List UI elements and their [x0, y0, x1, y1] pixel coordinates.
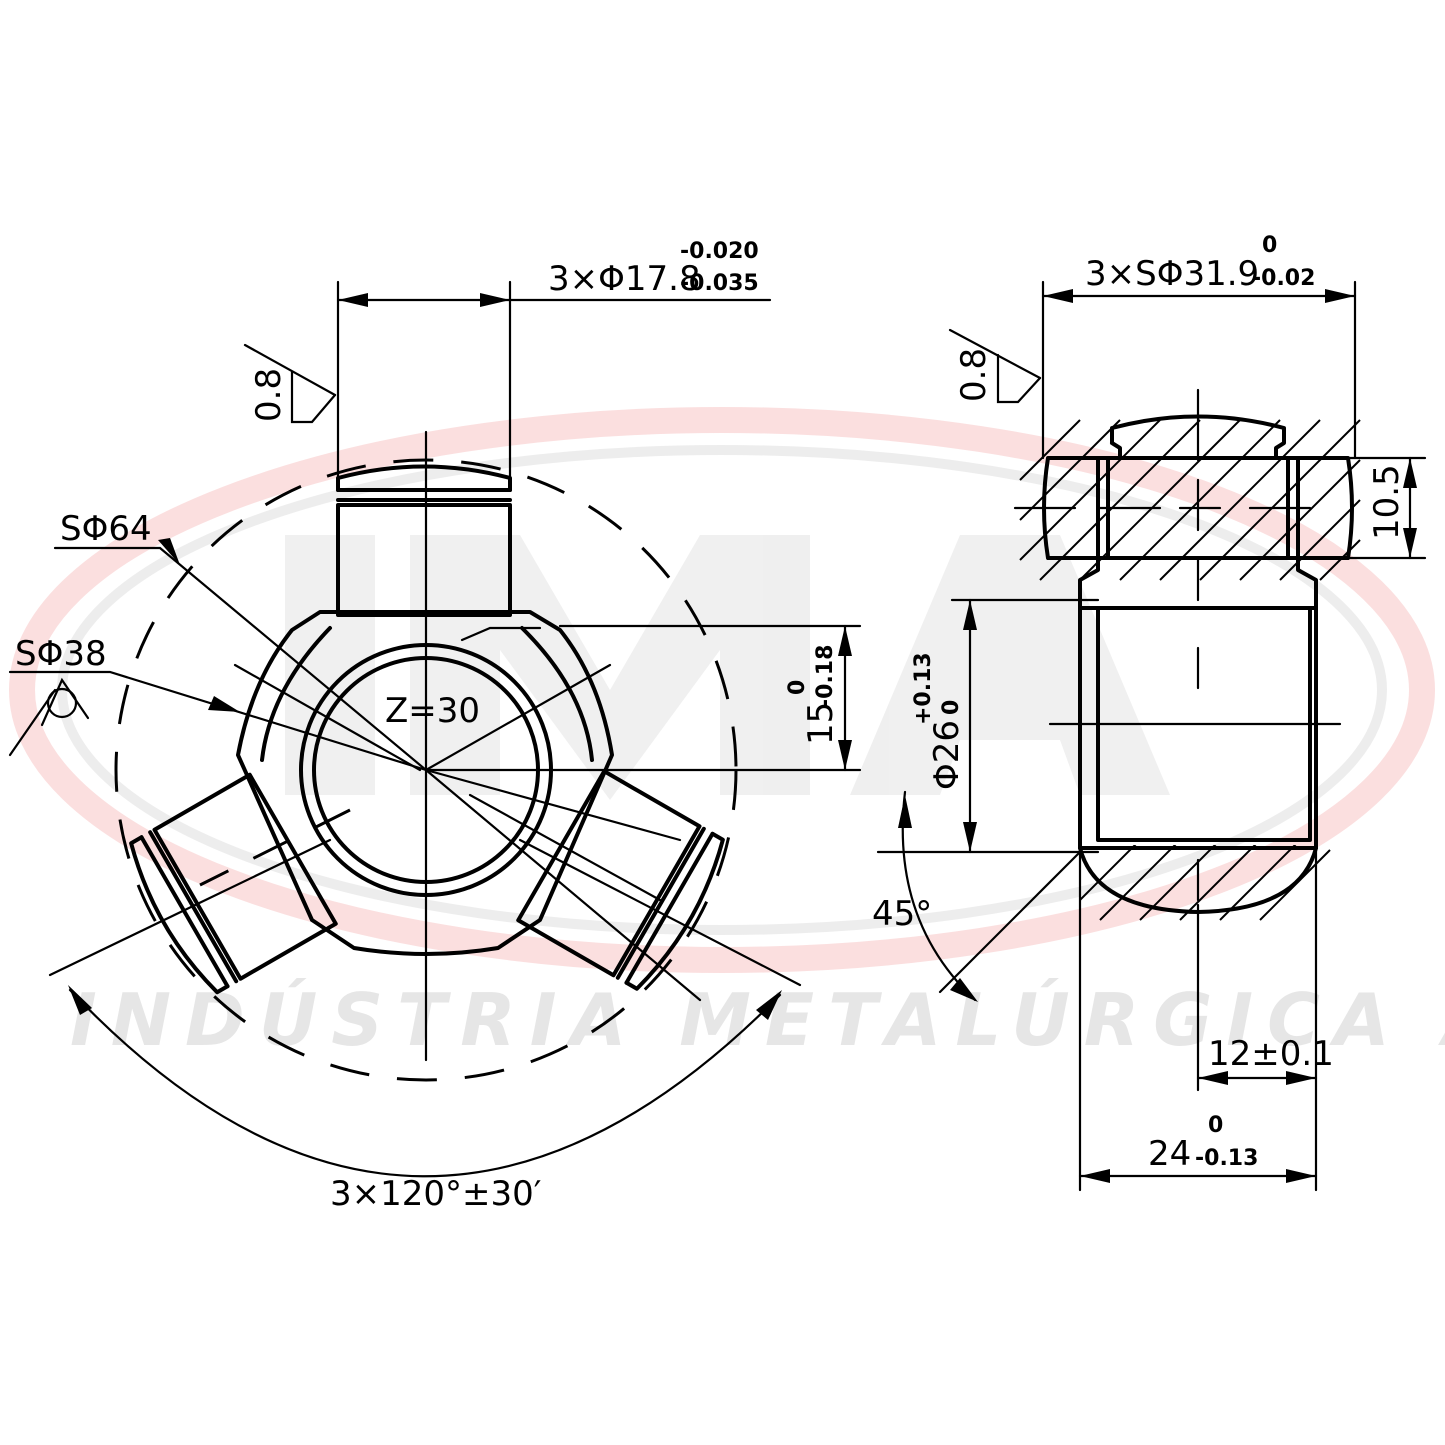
side-view: 3×SΦ31.9 0 -0.02 0.8 10.5 Φ26 +0	[872, 233, 1427, 1192]
height-dimension: 15 0 -0.18	[424, 624, 862, 772]
height-dim-lower: -0.18	[813, 645, 838, 708]
ball-section-top	[1042, 456, 1354, 560]
trunnion-right	[516, 769, 725, 991]
width-dim-base: 24	[1148, 1134, 1191, 1174]
ball-diameter-base: 3×SΦ31.9	[1085, 254, 1259, 294]
trunnion-width-label: 10.5	[1367, 464, 1407, 540]
bore-diameter-base: Φ26	[927, 720, 967, 790]
offset-dimension: 12±0.1	[1196, 846, 1334, 1192]
sphere-inner-label: SΦ38	[15, 634, 107, 674]
bore-diameter-dimension: Φ26 +0.13 0	[876, 598, 1100, 854]
pin-diameter-upper: -0.020	[680, 239, 759, 264]
height-dim-upper: 0	[785, 680, 810, 695]
angle-dim-label: 3×120°±30′	[330, 1174, 542, 1214]
roughness-symbol-front: 0.8	[243, 343, 337, 424]
pin-diameter-base: 3×Φ17.8	[548, 259, 701, 299]
sphere-outer-callout: SΦ64	[53, 509, 428, 772]
watermark-company-text: INDÚSTRIA METALÚRGICA ALLI	[70, 978, 1445, 1062]
pin-diameter-dimension: 3×Φ17.8 -0.020 -0.035	[336, 239, 772, 482]
ball-diameter-upper: 0	[1262, 233, 1277, 258]
spline-teeth-label: Z=30	[385, 691, 480, 731]
trunnion-top	[336, 464, 512, 617]
chamfer-angle-label: 45°	[872, 894, 932, 934]
front-view: 3×Φ17.8 -0.020 -0.035 0.8 SΦ64 SΦ38	[8, 239, 862, 1214]
width-dim-lower: -0.13	[1195, 1146, 1258, 1171]
spider-body-outline	[236, 610, 614, 956]
section-hatch-bottom	[1079, 845, 1331, 921]
sphere-inner-callout: SΦ38	[8, 634, 428, 772]
watermark-logo-icon	[285, 535, 1170, 800]
bore-diameter-upper: +0.13	[911, 652, 936, 725]
width-dim-upper: 0	[1208, 1113, 1223, 1138]
offset-dim-label: 12±0.1	[1208, 1034, 1334, 1074]
watermark-swoosh	[9, 407, 1435, 973]
angle-dimension: 3×120°±30′	[48, 838, 802, 1214]
roughness-symbol-side: 0.8	[948, 328, 1042, 404]
roughness-value-front: 0.8	[249, 368, 289, 422]
trunnion-width-dimension: 10.5	[1348, 456, 1427, 560]
chamfer-angle-dimension: 45°	[872, 790, 1082, 1002]
roughness-value-side: 0.8	[954, 348, 994, 402]
pin-diameter-lower: -0.035	[680, 271, 759, 296]
height-dim-base: 15	[801, 702, 841, 745]
sphere-outer-label: SΦ64	[60, 509, 152, 549]
ball-diameter-lower: -0.02	[1252, 266, 1315, 291]
bore-diameter-lower: 0	[939, 700, 964, 715]
width-dimension: 24 0 -0.13	[1078, 846, 1318, 1192]
ball-diameter-dimension: 3×SΦ31.9 0 -0.02	[1041, 233, 1357, 460]
